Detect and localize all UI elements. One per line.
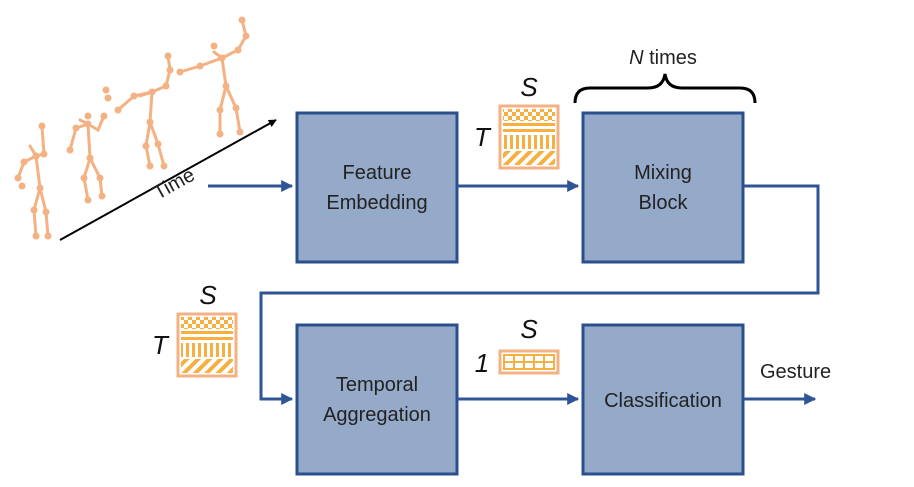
temporal-aggregation-line2: Aggregation <box>323 404 431 426</box>
gesture-label: Gesture <box>760 361 831 383</box>
skeleton-figure <box>176 16 250 138</box>
tensor3-s-label: S <box>520 314 538 344</box>
mixing-block-line2: Block <box>639 192 689 214</box>
feature-embedding-block: Feature Embedding <box>295 111 459 264</box>
skeleton-sequence <box>14 16 250 240</box>
temporal-aggregation-block: Temporal Aggregation <box>295 323 459 476</box>
skeleton-figure <box>102 52 174 170</box>
tensor-t-by-s-icon <box>498 104 560 170</box>
mixing-block: Mixing Block <box>581 111 745 264</box>
tensor1-s-label: S <box>520 72 538 102</box>
feature-embedding-line2: Embedding <box>326 192 427 214</box>
n-times-label: N times <box>629 47 697 69</box>
feature-embedding-line1: Feature <box>343 162 412 184</box>
tensor-1-by-s-icon <box>498 349 560 375</box>
tensor-t-by-s-icon <box>176 312 238 378</box>
tensor3-one-label: 1 <box>475 348 489 378</box>
time-axis-arrow <box>59 119 277 241</box>
n-times-brace <box>573 73 757 104</box>
skeleton-figure <box>66 112 108 204</box>
tensor1-t-label: T <box>474 122 492 152</box>
mixing-to-aggregation-arrow <box>259 184 820 405</box>
tensor2-t-label: T <box>152 330 170 360</box>
time-label: Time <box>150 164 199 204</box>
mixing-block-line1: Mixing <box>634 162 692 184</box>
classification-block: Classification <box>581 323 745 476</box>
temporal-aggregation-line1: Temporal <box>336 374 418 396</box>
tensor2-s-label: S <box>199 280 217 310</box>
classification-label: Classification <box>604 390 722 412</box>
skeleton-figure <box>14 122 52 240</box>
